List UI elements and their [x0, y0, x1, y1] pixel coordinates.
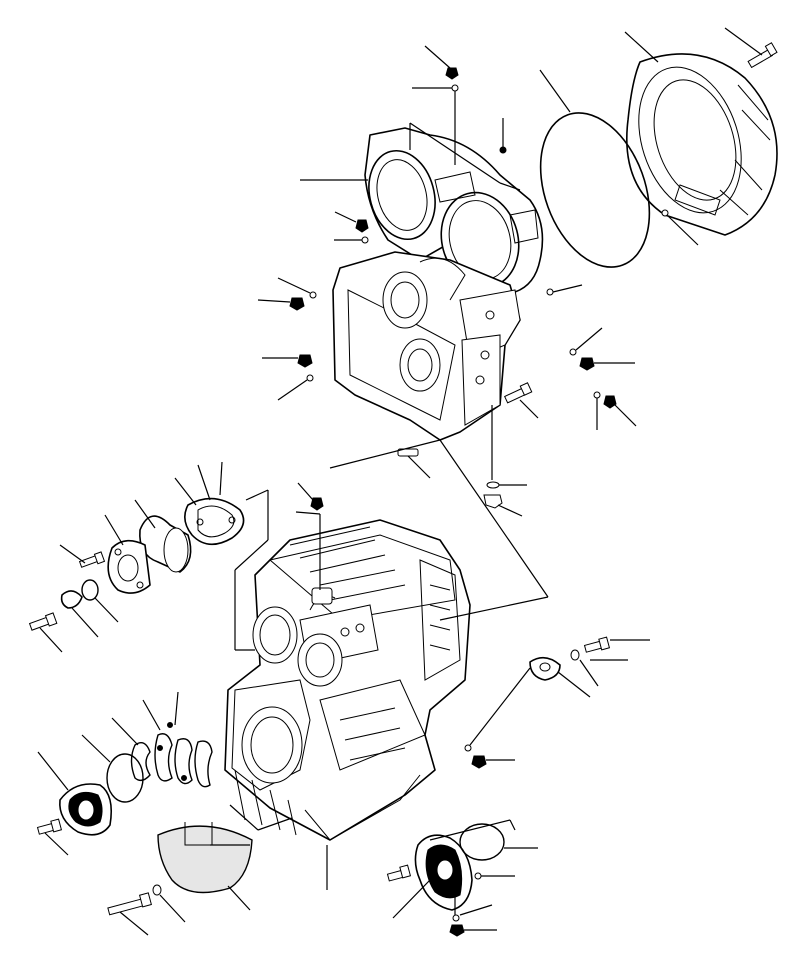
- bolt: [583, 636, 611, 653]
- o-ring-small: [81, 579, 99, 601]
- bearing-cover: [59, 783, 113, 836]
- bolt-long: [107, 892, 152, 916]
- bell-housing-cover: [626, 53, 778, 236]
- o-ring-cover: [459, 823, 505, 861]
- bolt: [78, 551, 106, 568]
- plug-cap: [60, 590, 83, 609]
- o-ring-large: [539, 112, 651, 268]
- bolt: [386, 864, 412, 882]
- bolt: [36, 818, 63, 835]
- bolt: [28, 612, 58, 631]
- gasket-oval: [529, 656, 561, 681]
- o-ring-medium: [106, 753, 144, 803]
- gasket-plate: [184, 497, 245, 546]
- clip-springs: [130, 722, 213, 788]
- middle-housing: [332, 251, 521, 441]
- cylinder-sleeve: [139, 515, 192, 573]
- main-transmission-housing: [224, 519, 471, 841]
- bolt: [747, 42, 778, 69]
- bolt: [504, 382, 533, 404]
- flange-retainer: [107, 539, 151, 594]
- protective-shroud: [157, 825, 253, 894]
- end-cover: [414, 834, 473, 911]
